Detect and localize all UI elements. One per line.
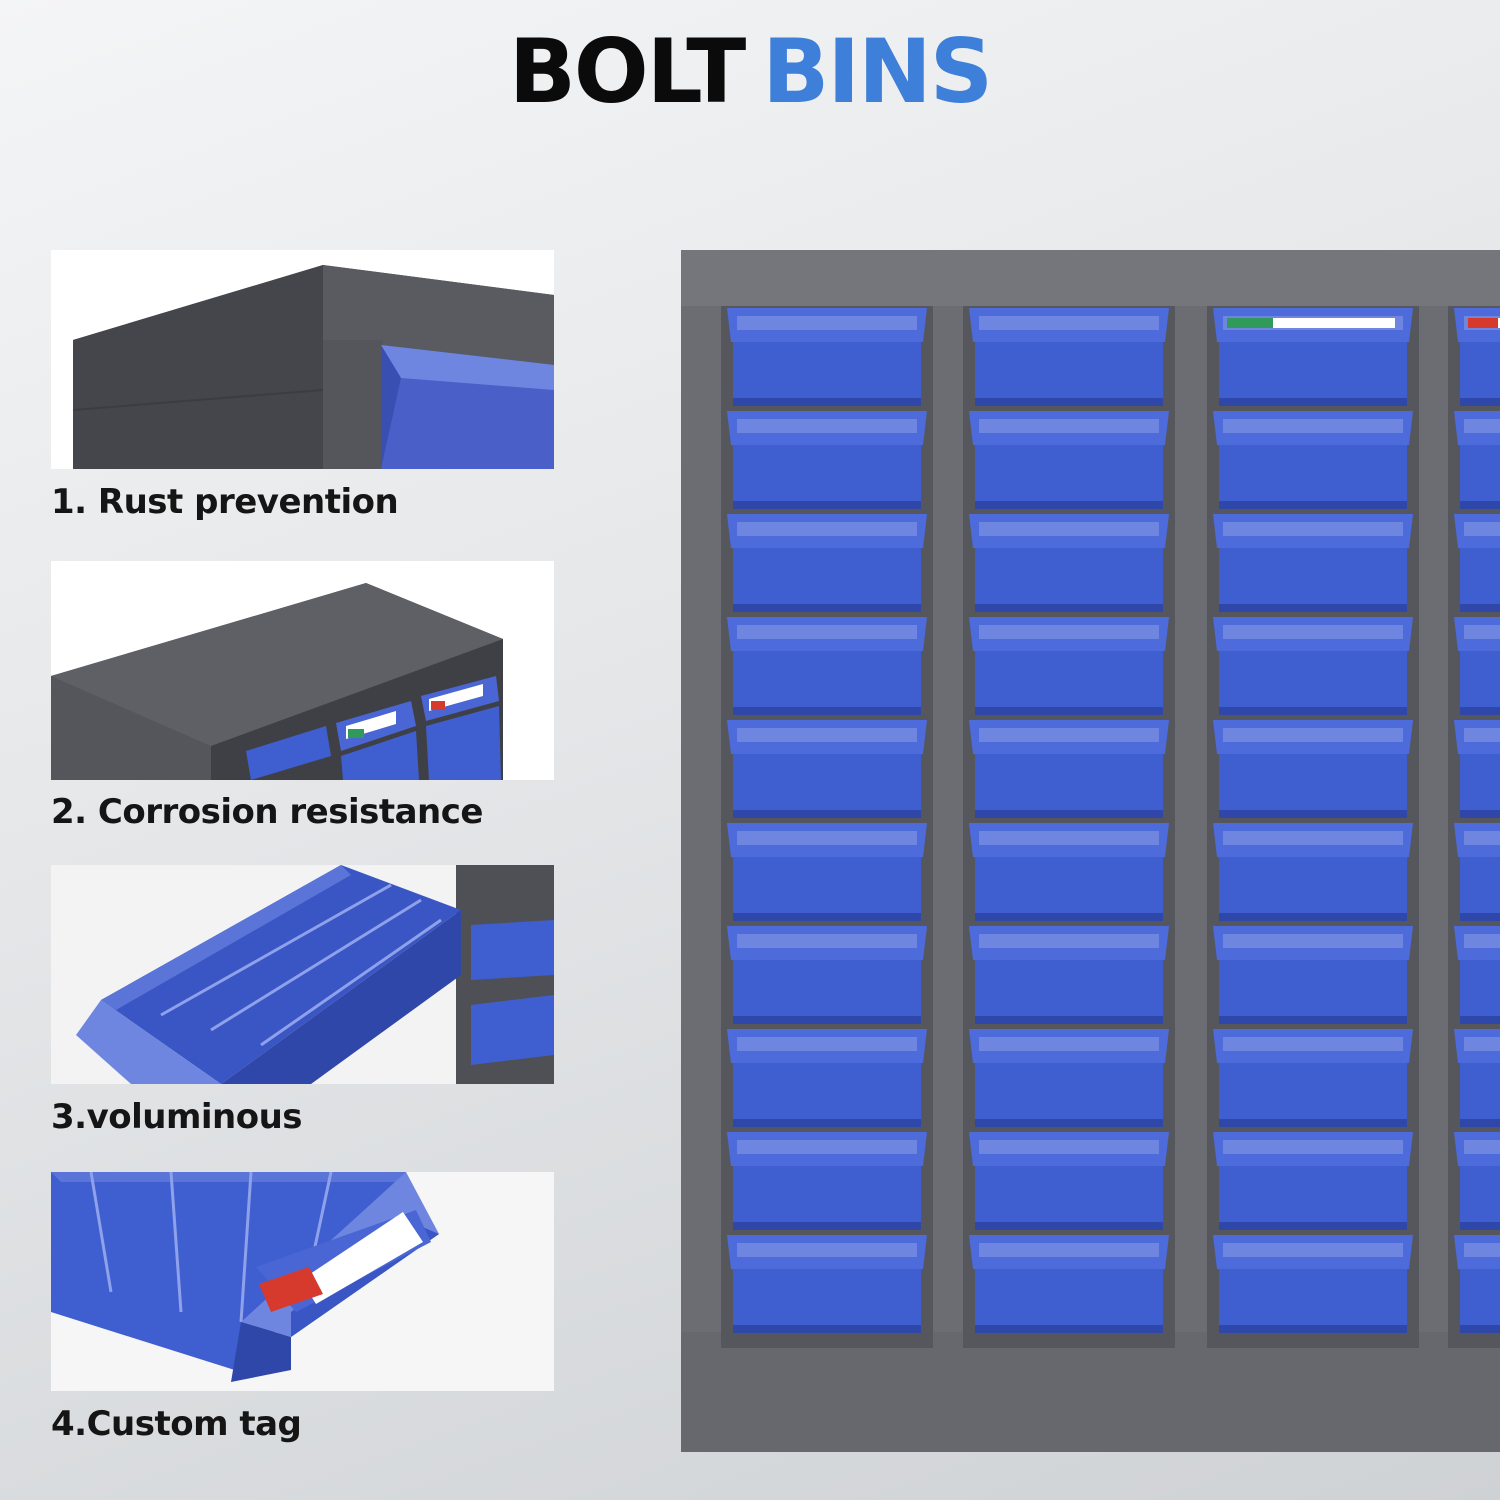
cabinet-base bbox=[681, 1332, 1500, 1452]
bin-drawer[interactable] bbox=[727, 617, 927, 715]
bin-drawer[interactable] bbox=[1454, 617, 1500, 715]
bin-drawer[interactable] bbox=[1213, 823, 1413, 921]
bin-drawer[interactable] bbox=[969, 411, 1169, 509]
bin-drawer[interactable] bbox=[1454, 926, 1500, 1024]
bin-drawer[interactable] bbox=[1454, 1132, 1500, 1230]
bin-drawer[interactable] bbox=[1454, 411, 1500, 509]
bin-drawer[interactable] bbox=[969, 1029, 1169, 1127]
bin-drawer[interactable] bbox=[1213, 411, 1413, 509]
bin-drawer[interactable] bbox=[1213, 308, 1413, 406]
bin-cabinet bbox=[681, 250, 1500, 1452]
title-word-bins: BINS bbox=[762, 20, 993, 123]
cabinet-top-rail bbox=[681, 250, 1500, 306]
bin-drawer[interactable] bbox=[1213, 1029, 1413, 1127]
bin-drawer[interactable] bbox=[1454, 823, 1500, 921]
bin-label-tag bbox=[1227, 318, 1395, 328]
feature-caption-corrosion-resistance: 2. Corrosion resistance bbox=[51, 792, 483, 832]
bin-drawer[interactable] bbox=[727, 411, 927, 509]
bin-drawer[interactable] bbox=[1213, 1235, 1413, 1333]
bin-drawer[interactable] bbox=[1454, 514, 1500, 612]
feature-caption-custom-tag: 4.Custom tag bbox=[51, 1404, 302, 1444]
bin-label-color bbox=[1468, 318, 1498, 328]
bin-drawer[interactable] bbox=[969, 308, 1169, 406]
feature-caption-rust-prevention: 1. Rust prevention bbox=[51, 482, 399, 522]
bin-drawer[interactable] bbox=[727, 1132, 927, 1230]
bin-drawer[interactable] bbox=[1213, 926, 1413, 1024]
bin-drawer[interactable] bbox=[969, 514, 1169, 612]
feature-image-corrosion-resistance bbox=[51, 561, 554, 780]
bin-drawer[interactable] bbox=[1454, 308, 1500, 406]
feature-image-custom-tag bbox=[51, 1172, 554, 1391]
bin-drawer[interactable] bbox=[727, 514, 927, 612]
bin-drawer[interactable] bbox=[969, 720, 1169, 818]
bin-drawer[interactable] bbox=[1213, 720, 1413, 818]
feature-image-voluminous bbox=[51, 865, 554, 1084]
bin-drawer[interactable] bbox=[1454, 1235, 1500, 1333]
bin-drawer[interactable] bbox=[969, 823, 1169, 921]
feature-image-rust-prevention bbox=[51, 250, 554, 469]
bin-drawer[interactable] bbox=[1213, 1132, 1413, 1230]
bin-drawer[interactable] bbox=[1213, 514, 1413, 612]
bin-label-color bbox=[1227, 318, 1273, 328]
bin-drawer[interactable] bbox=[1454, 1029, 1500, 1127]
bin-cabinet-drawing bbox=[681, 250, 1500, 1452]
bin-drawer[interactable] bbox=[727, 823, 927, 921]
bin-drawer[interactable] bbox=[969, 617, 1169, 715]
bin-drawer[interactable] bbox=[727, 720, 927, 818]
feature-caption-voluminous: 3.voluminous bbox=[51, 1097, 303, 1137]
bin-drawer[interactable] bbox=[727, 308, 927, 406]
bin-drawer[interactable] bbox=[969, 926, 1169, 1024]
bin-drawer[interactable] bbox=[1213, 617, 1413, 715]
title-word-bolt: BOLT bbox=[508, 20, 746, 123]
bin-drawer[interactable] bbox=[727, 926, 927, 1024]
bin-drawer[interactable] bbox=[727, 1029, 927, 1127]
bin-drawer[interactable] bbox=[969, 1235, 1169, 1333]
bin-drawer[interactable] bbox=[1454, 720, 1500, 818]
bin-drawer[interactable] bbox=[727, 1235, 927, 1333]
bin-drawer[interactable] bbox=[969, 1132, 1169, 1230]
